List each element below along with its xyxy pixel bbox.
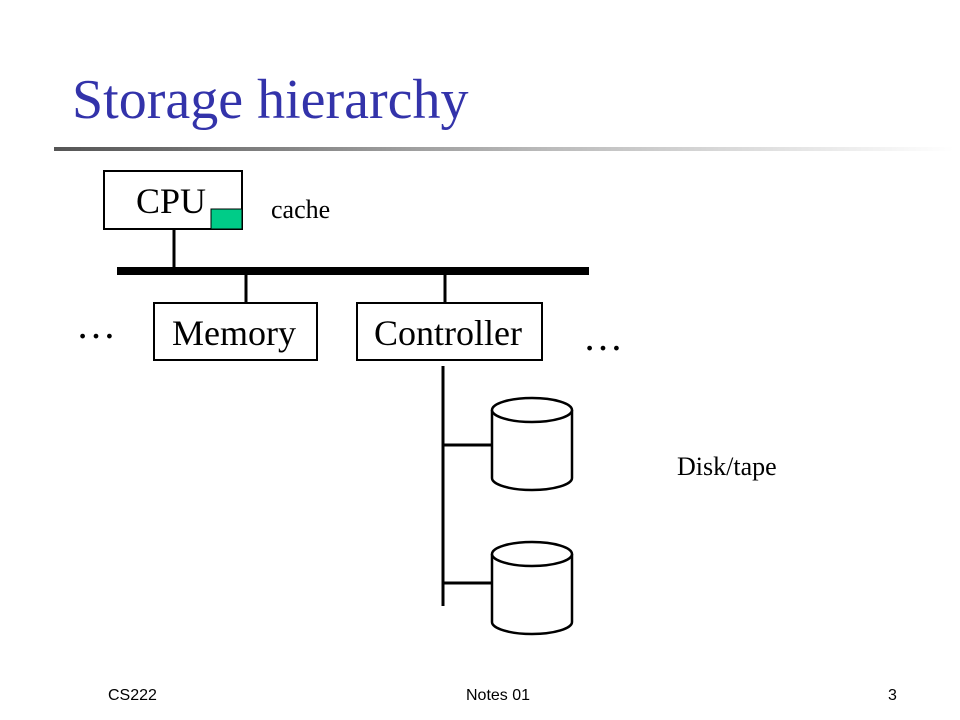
footer-page-number: 3 [888, 687, 897, 704]
ellipsis-right: … [583, 314, 623, 359]
disk-tape-label: Disk/tape [677, 452, 777, 481]
cache-block [210, 208, 243, 230]
footer-notes: Notes 01 [466, 687, 531, 704]
memory-label: Memory [172, 313, 296, 353]
ellipsis-left: … [76, 302, 116, 347]
footer-course: CS222 [108, 687, 157, 704]
controller-label: Controller [374, 313, 522, 353]
cache-label: cache [271, 195, 330, 224]
disk-2-icon [490, 540, 574, 636]
controller-box [356, 302, 543, 361]
slide-title: Storage hierarchy [72, 69, 469, 131]
title-underline [54, 147, 954, 151]
system-bus [117, 267, 589, 275]
memory-box [153, 302, 318, 361]
cpu-label: CPU [136, 181, 206, 221]
disk-1-icon [490, 396, 574, 492]
